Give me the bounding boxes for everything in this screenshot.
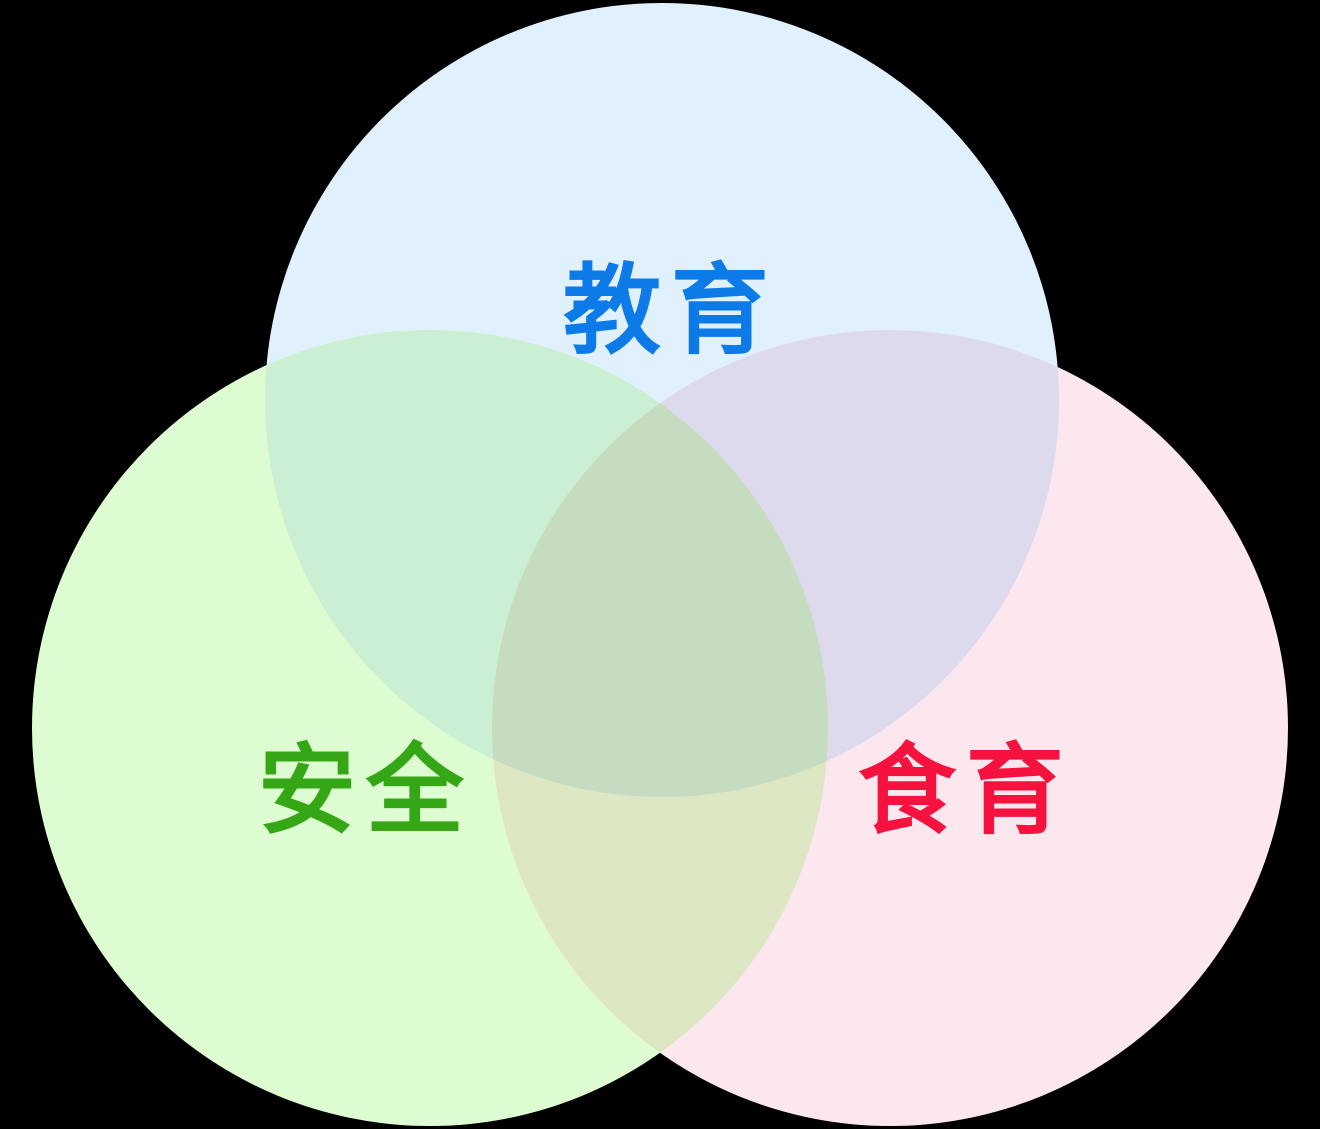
venn-label-safety: 安全 <box>258 734 474 848</box>
overlap-education-safety-shokuiku <box>492 330 828 797</box>
venn-label-shokuiku: 食育 <box>858 734 1074 848</box>
venn-label-education: 教育 <box>563 254 779 368</box>
